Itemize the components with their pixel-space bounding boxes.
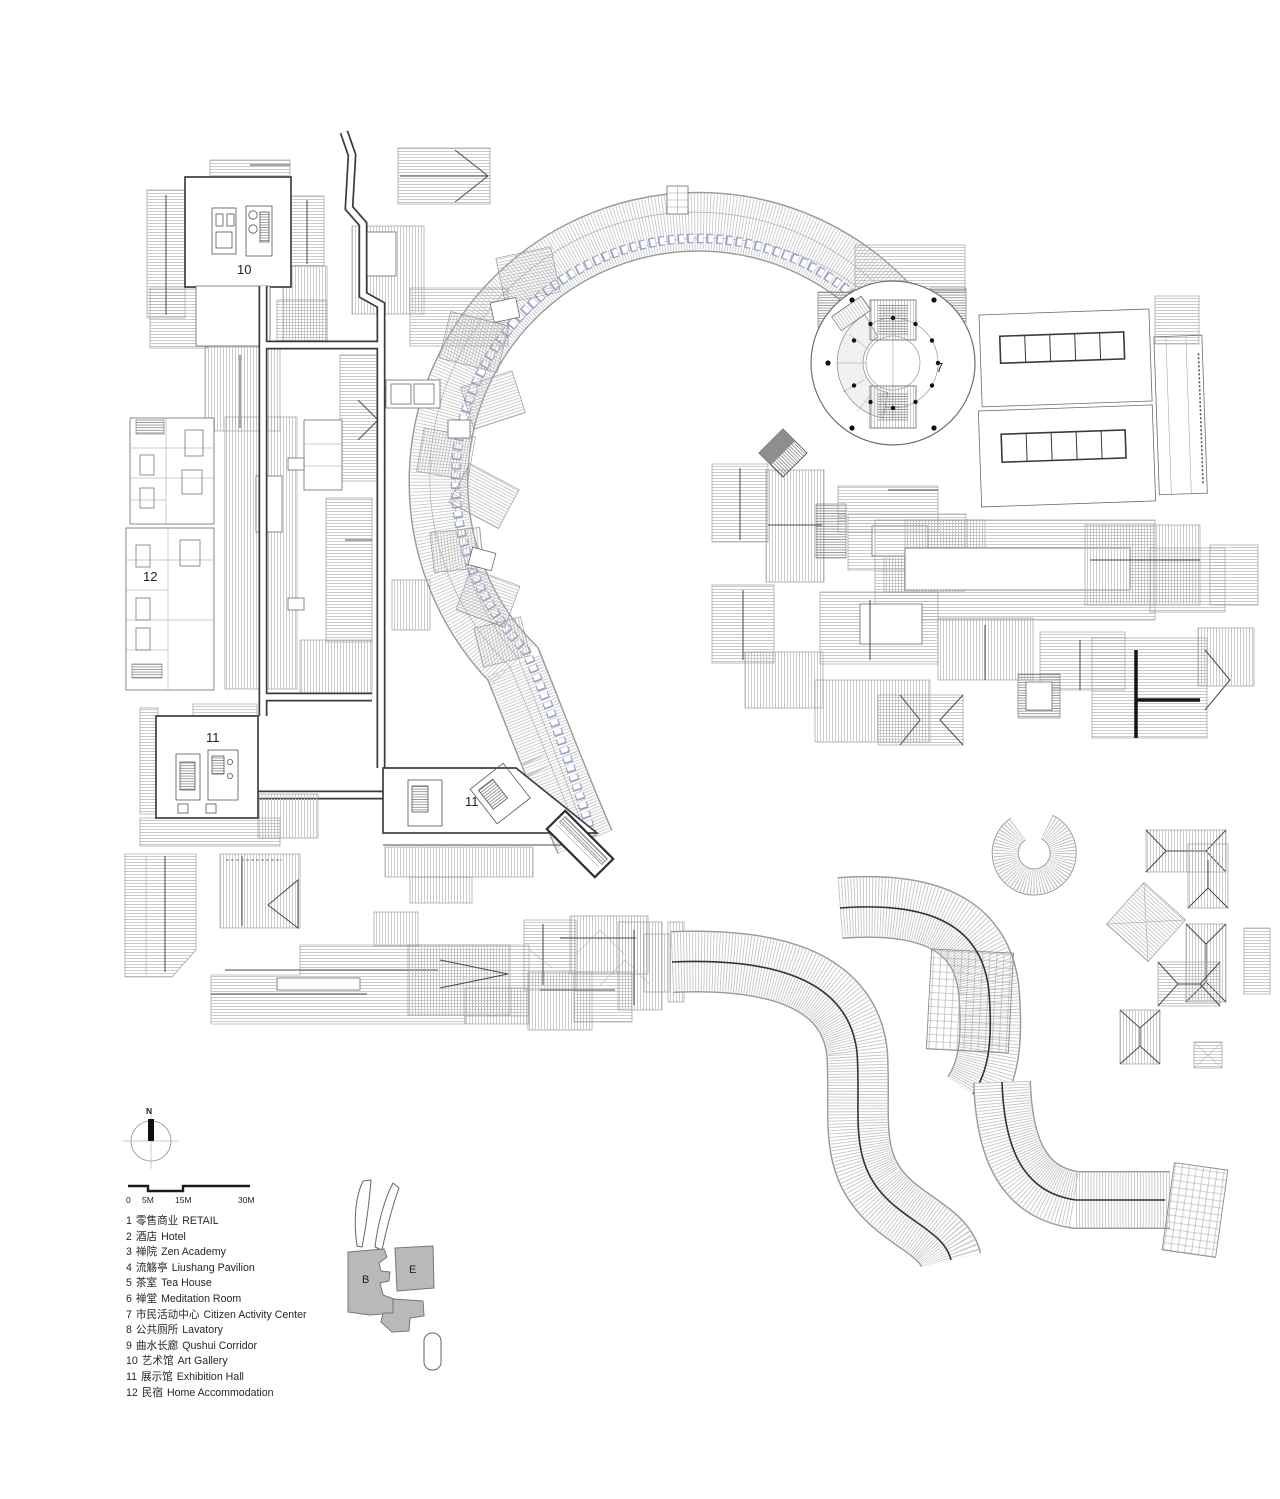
gallery-furniture: [211, 205, 273, 257]
north-label: N: [146, 1106, 152, 1116]
slab-buildings: [977, 308, 1208, 508]
home-accommodation-cluster: 12: [125, 416, 343, 691]
scale-tick-30m: 30M: [238, 1195, 255, 1205]
key-plan: B E: [347, 1179, 442, 1371]
liushang-pavilion: [758, 428, 808, 478]
scale-tick-5m: 5M: [142, 1195, 154, 1205]
hiproof-pavilions: [1106, 829, 1271, 1069]
serpentine-roof-3: [973, 1080, 1229, 1258]
column-dots: [825, 297, 941, 431]
citizen-activity-center: 7: [810, 280, 976, 446]
midbottom-roofs: [523, 915, 685, 1031]
exhibition-hall-b: 11: [382, 762, 615, 904]
key-plan-zone-b: B: [362, 1274, 369, 1286]
serpentine-roof-1: [643, 930, 982, 1271]
ring-pavilions: [416, 246, 561, 668]
qushui-corridor-ring: [408, 191, 926, 855]
exhibition-hall-a: 11: [139, 703, 319, 847]
label-exhibition-hall-b: 11: [465, 794, 479, 809]
art-gallery-cluster: 10: [146, 159, 328, 432]
scale-tick-0: 0: [126, 1195, 131, 1205]
roof-topright: [1154, 295, 1200, 345]
ramp-cap: [545, 809, 615, 879]
label-citizen-activity-center: 7: [936, 360, 943, 375]
north-arrow: N: [123, 1106, 179, 1169]
label-art-gallery: 10: [237, 262, 251, 277]
ring-top-kiosk: [666, 185, 689, 215]
midright-village-cluster: [814, 244, 1259, 746]
serpentine-roof-2: [837, 875, 1022, 1112]
key-plan-zone-e: E: [409, 1264, 416, 1276]
bottomleft-roofs: [124, 853, 530, 1025]
label-exhibition-hall-a: 11: [206, 730, 220, 745]
label-home-accommodation: 12: [143, 569, 157, 584]
scale-tick-15m: 15M: [175, 1195, 192, 1205]
inner-village-blocks: [711, 428, 825, 709]
scale-bar: 0 5M 15M 30M: [126, 1184, 255, 1205]
c-ring-pavilion: [991, 814, 1077, 896]
